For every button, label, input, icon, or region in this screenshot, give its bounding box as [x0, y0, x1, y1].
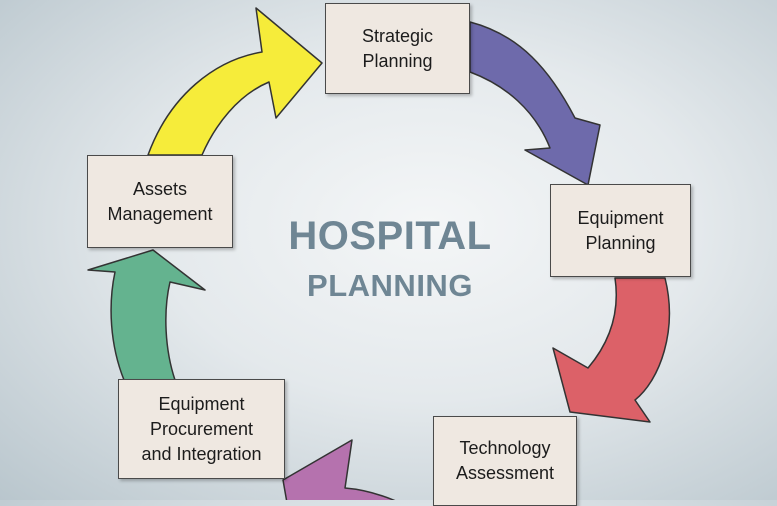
arrow-equipment-planning-to-technology — [552, 277, 671, 423]
title-hospital: HOSPITAL — [288, 214, 492, 258]
stage-strategic-planning: Strategic Planning — [325, 3, 470, 94]
arrow-procurement-to-assets — [87, 249, 206, 381]
stage-technology-assessment: Technology Assessment — [433, 416, 577, 506]
stage-equipment-procurement-integration: Equipment Procurement and Integration — [118, 379, 285, 479]
arrow-technology-to-procurement — [282, 439, 396, 500]
stage-assets-management: Assets Management — [87, 155, 233, 248]
title-planning: PLANNING — [307, 268, 473, 303]
arrow-assets-to-strategic — [147, 7, 323, 156]
stage-equipment-planning: Equipment Planning — [550, 184, 691, 277]
arrow-strategic-to-equipment-planning — [469, 21, 601, 186]
